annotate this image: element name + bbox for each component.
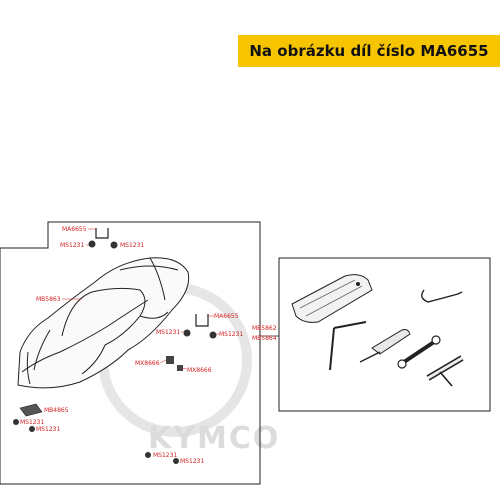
- bolt-ms1231-f: [29, 426, 35, 432]
- label-ms1231-d: MS1231: [219, 331, 243, 338]
- bolt-ms1231-e: [13, 419, 19, 425]
- bolt-ms1231-h: [173, 458, 179, 464]
- box-wrench: [426, 355, 464, 387]
- label-ms1231-e: MS1231: [20, 419, 44, 426]
- screwdriver: [359, 329, 411, 363]
- bracket-ma6655-mid: [195, 314, 209, 327]
- label-ms1231-b: MS1231: [120, 242, 144, 249]
- tool-bag: [291, 274, 373, 323]
- label-mx8666-b: MX8666: [187, 367, 212, 374]
- label-ma6655-top: MA6655: [62, 226, 87, 233]
- label-mb5862: MB5862: [252, 325, 277, 332]
- hook-spanner: [421, 289, 463, 303]
- bracket-ma6655-top: [95, 228, 109, 239]
- watermark-text: KYMCO: [148, 421, 280, 456]
- label-mb5863: MB5863: [36, 296, 61, 303]
- banner-text: Na obrázku díl číslo MA6655: [249, 42, 489, 60]
- bolt-ms1231-c: [183, 329, 191, 337]
- tool-kit-frame: [278, 257, 491, 412]
- seat-drawing: [17, 257, 190, 389]
- label-mx8666-a: MX8666: [135, 360, 160, 367]
- open-end-wrench: [397, 335, 441, 369]
- part-number-banner: Na obrázku díl číslo MA6655: [238, 35, 500, 67]
- latch-mx8666: [166, 356, 183, 371]
- bolt-ms1231-b: [110, 241, 118, 249]
- label-ms1231-f: MS1231: [36, 426, 60, 433]
- seat-group-frame: [0, 221, 261, 485]
- label-ms1231-g: MS1231: [153, 452, 177, 459]
- hex-key: [329, 321, 367, 371]
- bolt-ms1231-d: [209, 331, 217, 339]
- label-ms1231-c: MS1231: [156, 329, 180, 336]
- label-mb5864: MB5864: [252, 335, 277, 342]
- label-mb4865: MB4865: [44, 407, 69, 414]
- label-ms1231-h: MS1231: [180, 458, 204, 465]
- bolt-ms1231-g: [145, 452, 151, 458]
- bolt-ms1231-a: [88, 240, 96, 248]
- label-ms1231-a: MS1231: [60, 242, 84, 249]
- pad-mb4865: [19, 403, 43, 417]
- label-ma6655-mid: MA6655: [214, 313, 239, 320]
